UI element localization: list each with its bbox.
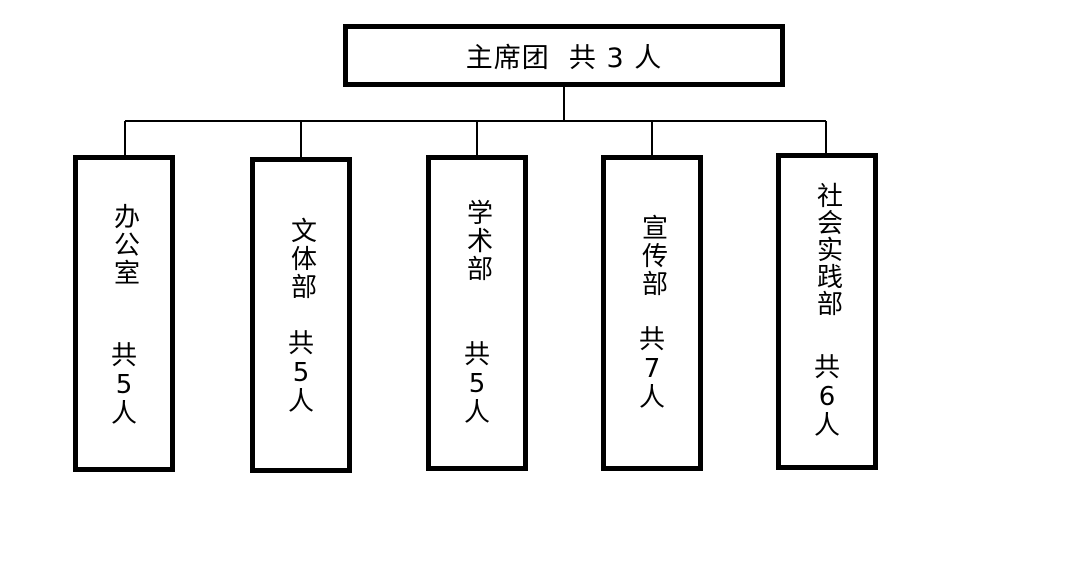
dept-count-office: 共 5 人 [78, 342, 170, 429]
count-number: 7 [643, 354, 661, 384]
dept-box-academic: 学术部 共 5 人 [426, 155, 528, 471]
count-prefix: 共 [287, 329, 314, 359]
count-number: 5 [115, 370, 133, 400]
dept-count-social-practice: 共 6 人 [781, 354, 873, 441]
count-unit: 人 [287, 387, 314, 417]
dept-box-social-practice: 社会实践部 共 6 人 [776, 153, 878, 470]
dept-count-academic: 共 5 人 [431, 341, 523, 428]
dept-name-text: 宣传部 [637, 214, 668, 298]
dept-name-text: 社会实践部 [812, 182, 843, 317]
count-unit: 人 [638, 383, 665, 413]
count-prefix: 共 [463, 340, 490, 370]
dept-count-culture-sports: 共 5 人 [255, 330, 347, 417]
dept-box-office: 办公室 共 5 人 [73, 155, 175, 472]
dept-name-text: 办公室 [109, 203, 140, 287]
count-number: 5 [468, 369, 486, 399]
count-prefix: 共 [638, 325, 665, 355]
count-unit: 人 [110, 399, 137, 429]
dept-name-publicity: 宣传部 [606, 214, 698, 298]
count-unit: 人 [813, 411, 840, 441]
presidium-label: 主席团 共 3 人 [465, 43, 663, 74]
dept-name-text: 文体部 [286, 217, 317, 301]
dept-name-academic: 学术部 [431, 199, 523, 283]
dept-name-office: 办公室 [78, 203, 170, 287]
dept-box-culture-sports: 文体部 共 5 人 [250, 157, 352, 473]
count-number: 5 [292, 358, 310, 388]
count-unit: 人 [463, 398, 490, 428]
dept-name-culture-sports: 文体部 [255, 217, 347, 301]
presidium-box: 主席团 共 3 人 [343, 24, 785, 87]
count-prefix: 共 [110, 341, 137, 371]
dept-name-text: 学术部 [462, 199, 493, 283]
dept-count-publicity: 共 7 人 [606, 326, 698, 413]
count-prefix: 共 [813, 353, 840, 383]
dept-name-social-practice: 社会实践部 [781, 182, 873, 317]
dept-box-publicity: 宣传部 共 7 人 [601, 155, 703, 471]
count-number: 6 [818, 382, 836, 412]
